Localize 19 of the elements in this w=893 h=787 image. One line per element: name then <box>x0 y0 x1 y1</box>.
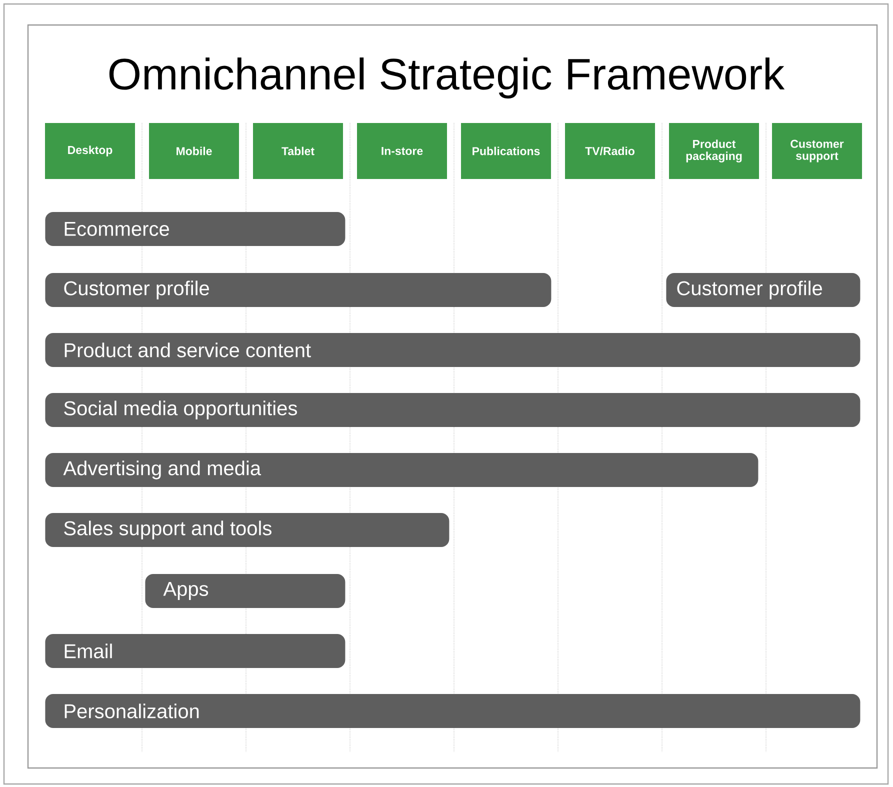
channel-box: TV/Radio <box>565 123 655 179</box>
capability-bar: Product and service content <box>45 333 860 367</box>
channel-box: Publications <box>461 123 551 179</box>
capability-bar: Email <box>45 634 346 668</box>
channel-box: Desktop <box>45 123 135 179</box>
capability-bar: Personalization <box>45 694 860 728</box>
channel-box: Mobile <box>149 123 239 179</box>
capability-bar: Apps <box>145 574 346 608</box>
capability-bar: Customer profile <box>45 273 552 307</box>
channel-box: Product packaging <box>669 123 760 179</box>
title: Omnichannel Strategic Framework <box>109 57 785 98</box>
capability-bar: Advertising and media <box>45 453 758 487</box>
capability-bar: Ecommerce <box>45 212 346 246</box>
capability-bar: Customer profile <box>666 273 860 307</box>
channel-box: In-store <box>357 123 447 179</box>
capability-bar: Social media opportunities <box>45 393 860 427</box>
channel-box: Customer support <box>772 123 862 179</box>
capability-bar: Sales support and tools <box>45 513 450 547</box>
channel-box: Tablet <box>253 123 343 179</box>
